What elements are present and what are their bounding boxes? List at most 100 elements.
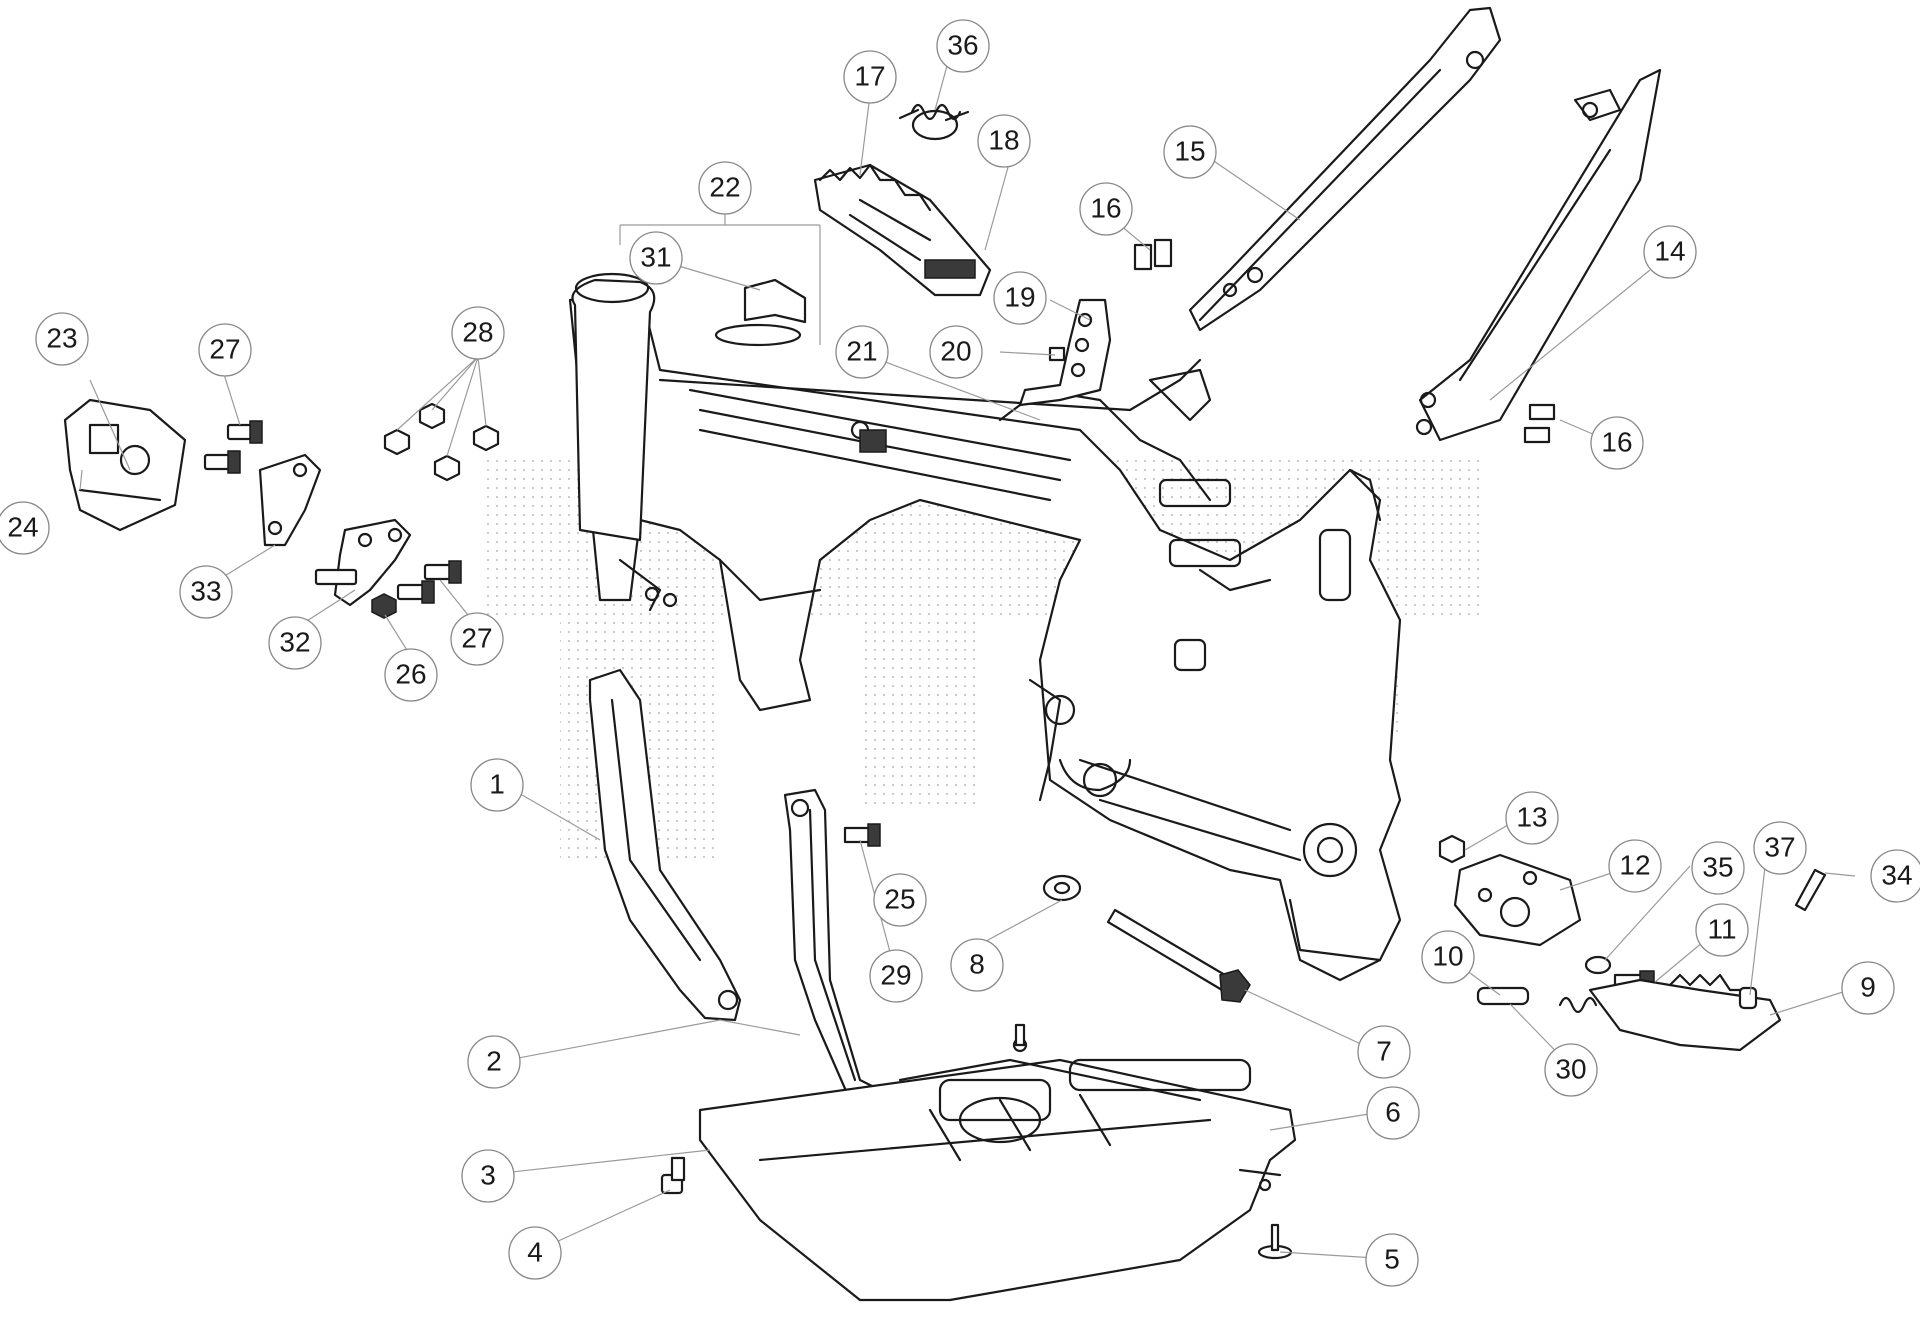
nut-20 <box>1048 346 1066 362</box>
nut-26 <box>371 593 397 619</box>
main-frame <box>568 272 1402 982</box>
rear-subframe-right <box>1415 68 1662 442</box>
callout-37: 37 <box>1753 821 1807 875</box>
svg-text:28: 28 <box>462 316 493 347</box>
callout-5: 5 <box>1365 1233 1419 1287</box>
nut-28-a <box>418 402 446 430</box>
callout-16-top: 16 <box>1079 182 1133 236</box>
svg-text:26: 26 <box>395 658 426 689</box>
callout-30: 30 <box>1544 1043 1598 1097</box>
axle-bolt-7 <box>1106 908 1251 1003</box>
svg-text:22: 22 <box>709 171 740 202</box>
callout-4: 4 <box>508 1226 562 1280</box>
svg-text:8: 8 <box>969 948 985 979</box>
steering-bush <box>714 278 807 347</box>
bolt-16-lower <box>1523 403 1556 444</box>
svg-text:34: 34 <box>1881 859 1912 890</box>
callout-9: 9 <box>1841 961 1895 1015</box>
callout-7: 7 <box>1357 1025 1411 1079</box>
callout-1: 1 <box>470 758 524 812</box>
svg-text:7: 7 <box>1376 1035 1392 1066</box>
fasteners <box>203 238 1827 1260</box>
svg-text:9: 9 <box>1860 971 1876 1002</box>
callout-6: 6 <box>1366 1086 1420 1140</box>
nut-28-b <box>383 428 411 456</box>
svg-text:20: 20 <box>940 335 971 366</box>
callout-17: 17 <box>843 50 897 104</box>
callout-34: 34 <box>1870 849 1920 903</box>
washer-8 <box>1042 874 1082 902</box>
svg-text:18: 18 <box>988 124 1019 155</box>
callout-26: 26 <box>384 648 438 702</box>
washer-35 <box>1584 955 1612 975</box>
callout-10: 10 <box>1421 930 1475 984</box>
bolt-27-upper <box>226 420 263 444</box>
pin-30 <box>1476 986 1530 1006</box>
svg-text:19: 19 <box>1004 281 1035 312</box>
callout-13: 13 <box>1505 791 1559 845</box>
svg-text:10: 10 <box>1432 940 1463 971</box>
bracket-19 <box>1018 298 1112 407</box>
bolt-27-lower <box>203 450 241 474</box>
callout-25: 25 <box>873 873 927 927</box>
svg-text:15: 15 <box>1174 135 1205 166</box>
lower-rail-left <box>588 668 742 1022</box>
svg-text:31: 31 <box>640 241 671 272</box>
callout-28: 28 <box>451 306 505 360</box>
svg-text:21: 21 <box>846 335 877 366</box>
callout-35: 35 <box>1691 841 1745 895</box>
footpeg-left <box>813 163 992 297</box>
svg-text:13: 13 <box>1516 801 1547 832</box>
callout-20: 20 <box>929 325 983 379</box>
footpeg-bracket-right <box>1453 853 1582 947</box>
svg-text:6: 6 <box>1385 1096 1401 1127</box>
callout-14: 14 <box>1643 225 1697 279</box>
svg-text:27: 27 <box>461 622 492 653</box>
bolt-29 <box>843 823 881 847</box>
svg-text:16: 16 <box>1090 192 1121 223</box>
callout-23: 23 <box>35 312 89 366</box>
svg-text:32: 32 <box>279 626 310 657</box>
engine-guard-plate <box>63 398 187 532</box>
callout-labels: 1 2 3 4 5 6 7 8 9 10 11 12 13 14 15 16 1… <box>0 19 1920 1287</box>
callout-16-right: 16 <box>1590 416 1644 470</box>
svg-text:25: 25 <box>884 883 915 914</box>
svg-text:27: 27 <box>209 333 240 364</box>
svg-text:35: 35 <box>1702 851 1733 882</box>
svg-text:11: 11 <box>1707 913 1736 944</box>
rear-subframe-left <box>1188 6 1502 332</box>
svg-text:5: 5 <box>1384 1243 1400 1274</box>
spring-36 <box>898 103 970 141</box>
skid-plate <box>698 1023 1297 1302</box>
callout-33: 33 <box>179 565 233 619</box>
callout-19: 19 <box>993 271 1047 325</box>
svg-text:36: 36 <box>947 29 978 60</box>
mount-plate-33 <box>258 453 322 547</box>
callout-29: 29 <box>869 949 923 1003</box>
callout-18: 18 <box>977 114 1031 168</box>
svg-text:29: 29 <box>880 959 911 990</box>
nut-13 <box>1438 834 1466 864</box>
svg-text:33: 33 <box>190 575 221 606</box>
svg-text:3: 3 <box>480 1159 496 1190</box>
rivet-5 <box>1257 1223 1293 1260</box>
svg-text:37: 37 <box>1764 831 1795 862</box>
callout-15: 15 <box>1163 125 1217 179</box>
svg-text:24: 24 <box>7 511 38 542</box>
callout-22: 22 <box>698 161 752 215</box>
callout-2: 2 <box>467 1035 521 1089</box>
svg-text:23: 23 <box>46 322 77 353</box>
callout-36: 36 <box>936 19 990 73</box>
svg-text:17: 17 <box>854 60 885 91</box>
bolt-27-right-b <box>396 580 435 604</box>
svg-text:30: 30 <box>1555 1053 1586 1084</box>
callout-11: 11 <box>1695 903 1749 957</box>
clip-34 <box>1794 868 1827 912</box>
bolt-32 <box>314 568 358 586</box>
callout-24: 24 <box>0 501 50 555</box>
callout-27-bottom: 27 <box>450 612 504 666</box>
svg-text:4: 4 <box>527 1236 543 1267</box>
svg-text:1: 1 <box>489 768 505 799</box>
callout-12: 12 <box>1608 839 1662 893</box>
